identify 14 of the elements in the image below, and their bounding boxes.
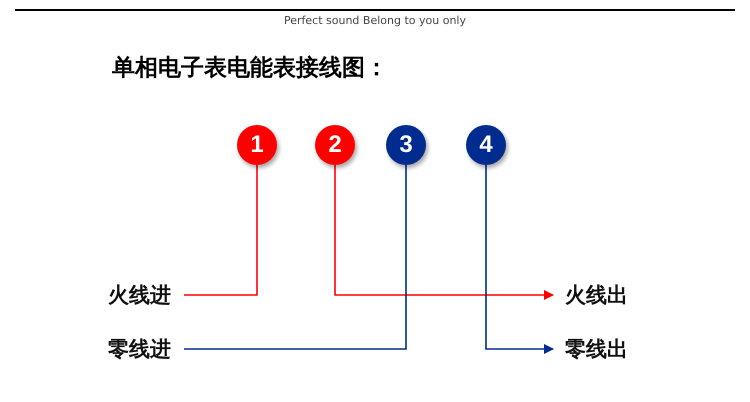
wire-line bbox=[184, 165, 258, 296]
callout-number: 1 bbox=[237, 125, 277, 165]
wire-label: 火线进 bbox=[108, 282, 171, 308]
subtitle: Perfect sound Belong to you only bbox=[283, 14, 467, 27]
wire-label: 火线出 bbox=[565, 282, 628, 308]
title: 单相电子表电能表接线图： bbox=[112, 54, 388, 83]
wire-arrow bbox=[485, 165, 554, 354]
wire-label: 零线进 bbox=[108, 336, 171, 362]
wire-arrow bbox=[334, 165, 554, 300]
callout-number: 3 bbox=[386, 125, 426, 165]
callout-number: 2 bbox=[315, 125, 355, 165]
wire-label: 零线出 bbox=[565, 336, 628, 362]
wire-line bbox=[184, 165, 407, 350]
callout-number: 4 bbox=[466, 125, 506, 165]
